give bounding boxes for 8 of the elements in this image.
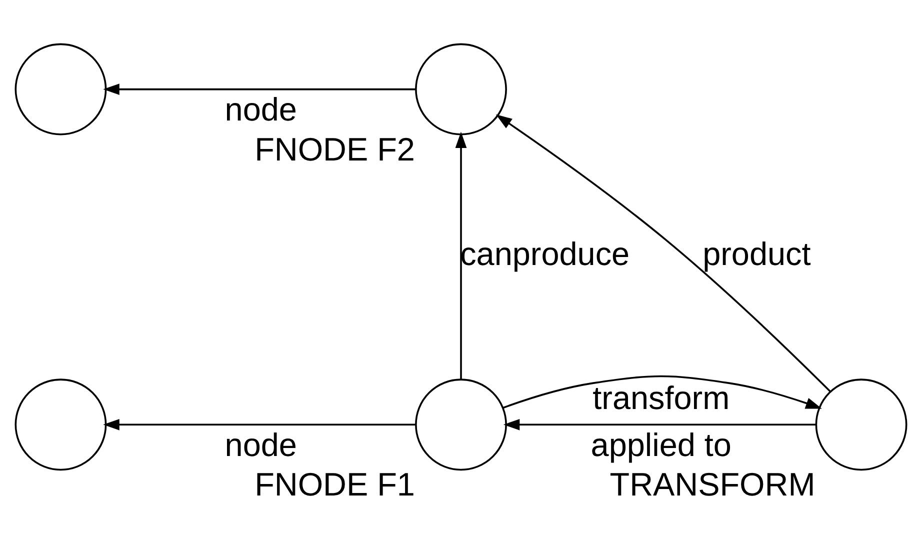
node-label: FNODE F1 bbox=[254, 466, 415, 502]
edge-label: transform bbox=[592, 380, 730, 416]
edge-label: product bbox=[702, 235, 811, 272]
node-label: TRANSFORM bbox=[610, 466, 816, 502]
node-label: FNODE F2 bbox=[254, 130, 415, 167]
edge-label: node bbox=[224, 426, 297, 463]
edge-label: node bbox=[224, 91, 297, 128]
edge-label: applied to bbox=[590, 426, 732, 463]
